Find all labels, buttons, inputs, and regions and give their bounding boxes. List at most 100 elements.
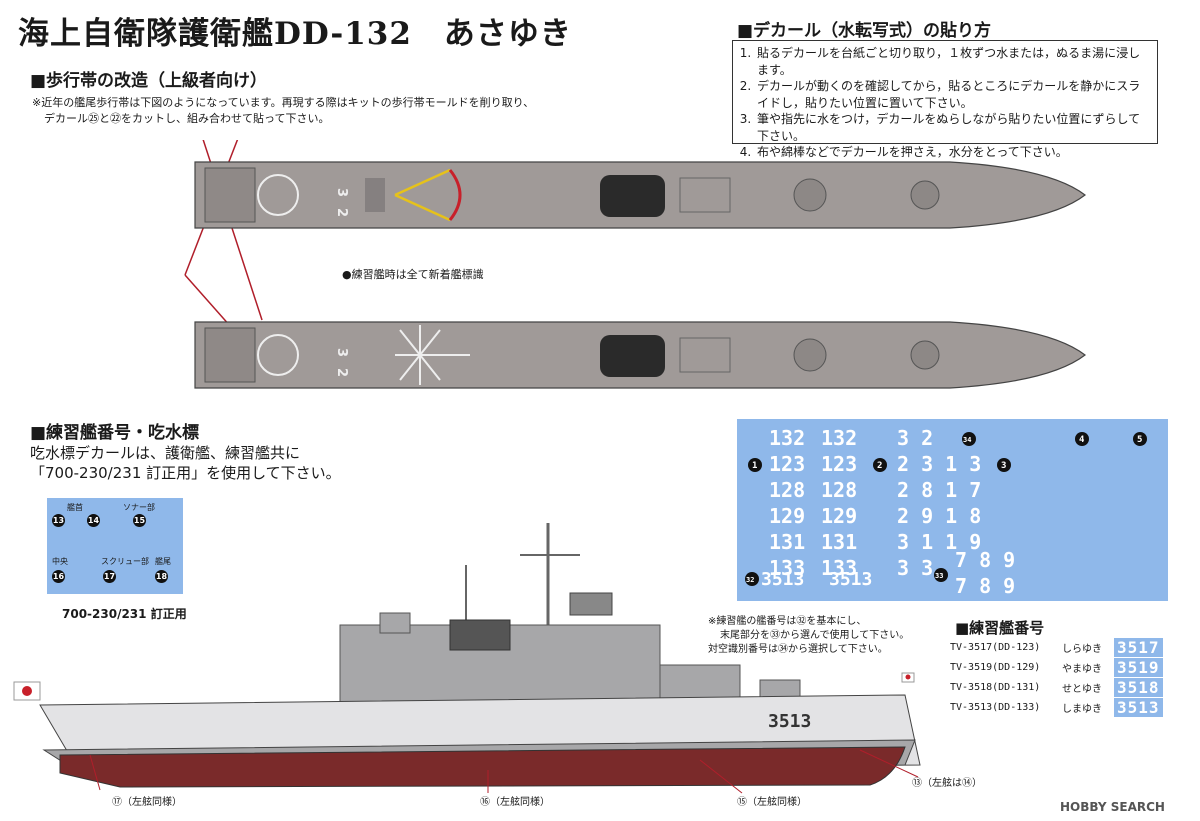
decal-number: 7 8 9 xyxy=(955,574,1015,598)
draft-decal-sheet: 艦首 ソナー部 13 14 15 中央 スクリュー部 艦尾 16 17 18 xyxy=(47,498,183,594)
callout-17: ⑰（左舷同様） xyxy=(112,793,182,808)
decal-number: 129 xyxy=(821,504,857,528)
label-sonar: ソナー部 xyxy=(123,503,155,512)
tv-name: せとゆき xyxy=(1062,683,1102,695)
walkway-note-1: ※近年の艦尾歩行帯は下図のようになっています。再現する際はキットの歩行帯モールド… xyxy=(32,96,535,109)
howto-step: デカールが動くのを確認してから，貼るところにデカールを静かにスライドし，貼りたい… xyxy=(755,78,1149,111)
hull-number: 3513 xyxy=(768,711,811,732)
decal-marker: 32 xyxy=(746,576,754,584)
walkway-note-2: デカール㉕と㉒をカットし、組み合わせて貼って下さい。 xyxy=(44,112,330,125)
decal-marker: 3 xyxy=(1001,461,1006,471)
decal-number: 132 xyxy=(821,426,857,450)
decal-number: 123 xyxy=(769,452,805,476)
decal-marker-15: 15 xyxy=(133,514,146,527)
svg-text:3: 3 xyxy=(334,348,349,357)
callout-text: （左舷同様） xyxy=(490,797,550,808)
training-ship-note-2: 末尾部分を㉝から選んで使用して下さい。 xyxy=(720,630,910,641)
decal-marker: 1 xyxy=(752,461,757,471)
decal-number: 131 xyxy=(769,530,805,554)
ship-top-views: 3 2 3 2 xyxy=(184,140,1086,389)
decal-number: 128 xyxy=(821,478,857,502)
ship-top-view-2: 3 2 xyxy=(194,321,1086,389)
decal-number: 123 xyxy=(821,452,857,476)
decal-number: 3 2 xyxy=(897,426,933,450)
decal-marker-16: 16 xyxy=(52,570,65,583)
decal-number: 2 9 1 8 xyxy=(897,504,981,528)
training-ship-note-3: 対空識別番号は㉞から選択して下さい。 xyxy=(708,644,888,655)
decal-number: 2 3 1 3 xyxy=(897,452,981,476)
tv-number: 3519 xyxy=(1114,657,1163,677)
callout-15: ⑮（左舷同様） xyxy=(737,793,807,808)
decal-number: 7 8 9 xyxy=(955,548,1015,572)
decal-number: 133 xyxy=(769,556,805,580)
table-row: TV-3513(DD-133) しまゆき 3513 xyxy=(950,697,1168,717)
decal-marker: 5 xyxy=(1137,435,1142,445)
table-row: TV-3519(DD-129) やまゆき 3519 xyxy=(950,657,1168,677)
tv-code: TV-3519(DD-129) xyxy=(950,661,1041,673)
decal-marker-13: 13 xyxy=(52,514,65,527)
label-center: 中央 xyxy=(52,557,68,566)
decal-marker: 4 xyxy=(1079,435,1085,445)
callout-text: （左舷同様） xyxy=(747,797,807,808)
decal-marker-17: 17 xyxy=(103,570,116,583)
decal-sheet: 132 132 3 2 123 123 2 3 1 3 128 128 2 8 … xyxy=(737,419,1168,601)
decal-number: 131 xyxy=(821,530,857,554)
callout-num: ⑬ xyxy=(912,778,922,789)
decal-number: 129 xyxy=(769,504,805,528)
ship-side-view: 3513 xyxy=(13,523,921,794)
training-ships-table: TV-3517(DD-123) しらゆき 3517 TV-3519(DD-129… xyxy=(950,637,1168,717)
training-note: ●練習艦時は全て新着艦標識 xyxy=(342,268,484,281)
decal-number: 3 3 xyxy=(897,556,933,580)
table-row: TV-3518(DD-131) せとゆき 3518 xyxy=(950,677,1168,697)
tv-code: TV-3518(DD-131) xyxy=(950,681,1041,693)
decal-number: 128 xyxy=(769,478,805,502)
decal-number: 132 xyxy=(769,426,805,450)
decal-marker: 34 xyxy=(963,436,971,444)
label-stern: 艦尾 xyxy=(155,557,171,566)
svg-text:2: 2 xyxy=(334,208,349,217)
decal-marker-14: 14 xyxy=(87,514,100,527)
draft-sheet-caption: 700-230/231 訂正用 xyxy=(62,607,187,621)
tv-number: 3513 xyxy=(1114,697,1163,717)
decal-howto-heading: ■デカール（水転写式）の貼り方 xyxy=(737,21,992,41)
howto-step: 筆や指先に水をつけ，デカールをぬらしながら貼りたい位置にずらして下さい。 xyxy=(755,111,1149,144)
decal-sheet-numbers: 132 132 3 2 123 123 2 3 1 3 128 128 2 8 … xyxy=(745,426,1147,598)
svg-text:2: 2 xyxy=(334,368,349,377)
decal-number: 3513 xyxy=(761,569,804,590)
tv-code: TV-3513(DD-133) xyxy=(950,701,1041,713)
callout-num: ⑮ xyxy=(737,797,747,808)
training-ship-note-1: ※練習艦の艦番号は㉜を基本にし、 xyxy=(708,616,867,627)
decal-number: 3513 xyxy=(829,569,872,590)
callout-num: ⑰ xyxy=(112,797,122,808)
page-title: 海上自衛隊護衛艦DD-132 あさゆき xyxy=(18,16,572,52)
svg-text:3: 3 xyxy=(334,188,349,197)
tv-name: しまゆき xyxy=(1062,703,1102,715)
callout-13: ⑬（左舷は⑭） xyxy=(912,774,982,789)
watermark: HOBBY SEARCH xyxy=(1060,800,1165,814)
callout-num: ⑯ xyxy=(480,797,490,808)
tv-name: やまゆき xyxy=(1062,663,1102,675)
callout-text: （左舷は⑭） xyxy=(922,778,982,789)
decal-number: 133 xyxy=(821,556,857,580)
draft-text-2: 「700-230/231 訂正用」を使用して下さい。 xyxy=(30,464,341,482)
howto-step: 貼るデカールを台紙ごと切り取り，１枚ずつ水または，ぬるま湯に浸します。 xyxy=(755,45,1149,78)
decal-marker-18: 18 xyxy=(155,570,168,583)
label-screw: スクリュー部 xyxy=(101,557,149,566)
tv-number: 3517 xyxy=(1114,637,1163,657)
tv-name: しらゆき xyxy=(1062,643,1102,655)
decal-number: 2 8 1 7 xyxy=(897,478,981,502)
table-row: TV-3517(DD-123) しらゆき 3517 xyxy=(950,637,1168,657)
decal-howto-box: 貼るデカールを台紙ごと切り取り，１枚ずつ水または，ぬるま湯に浸します。 デカール… xyxy=(732,40,1158,159)
decal-marker: 33 xyxy=(935,572,943,580)
decal-marker: 2 xyxy=(877,461,882,471)
walkway-heading: ■歩行帯の改造（上級者向け） xyxy=(30,71,268,91)
callout-16: ⑯（左舷同様） xyxy=(480,793,550,808)
tv-number: 3518 xyxy=(1114,677,1163,697)
draft-heading: ■練習艦番号・吃水標 xyxy=(30,423,200,443)
callout-text: （左舷同様） xyxy=(122,797,182,808)
training-ships-heading: ■練習艦番号 xyxy=(955,619,1045,637)
howto-step: 布や綿棒などでデカールを押さえ，水分をとって下さい。 xyxy=(755,144,1149,161)
label-bow: 艦首 xyxy=(67,503,83,512)
tv-code: TV-3517(DD-123) xyxy=(950,641,1041,653)
decal-number: 3 1 1 9 xyxy=(897,530,981,554)
